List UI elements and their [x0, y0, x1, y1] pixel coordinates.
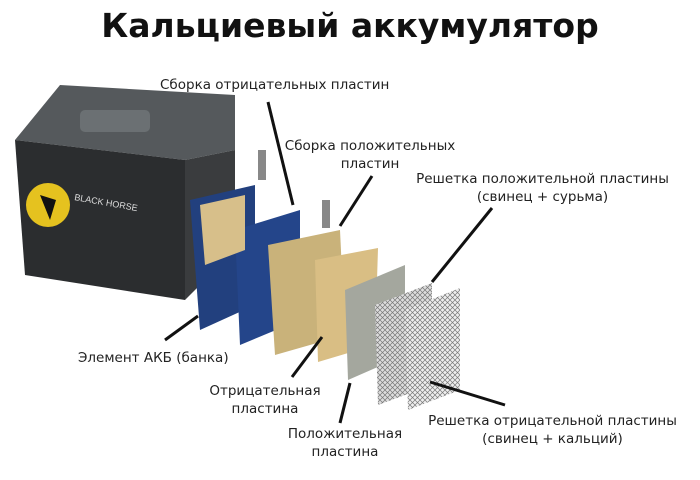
- label-positive-grid: Решетка положительной пластины (свинец +…: [410, 170, 675, 206]
- label-negative-plate: Отрицательная пластина: [205, 382, 325, 418]
- label-negative-plate-assembly: Сборка отрицательных пластин: [160, 77, 390, 93]
- label-line: Сборка положительных: [284, 138, 456, 154]
- label-negative-grid: Решетка отрицательной пластины (свинец +…: [420, 412, 685, 448]
- label-line: Положительная: [287, 426, 403, 442]
- label-line: Решетка отрицательной пластины: [428, 413, 677, 429]
- label-line: (свинец + сурьма): [476, 189, 609, 205]
- label-line: Решетка положительной пластины: [416, 171, 669, 187]
- label-battery-cell: Элемент АКБ (банка): [78, 350, 229, 366]
- label-line: пластин: [340, 156, 400, 172]
- label-positive-plate-assembly: Сборка положительных пластин: [280, 137, 460, 173]
- label-line: Отрицательная: [209, 383, 321, 399]
- leader-lines: [164, 101, 506, 424]
- label-line: пластина: [231, 401, 299, 417]
- label-line: пластина: [311, 444, 379, 460]
- battery-case: BLACK HORSE: [15, 85, 235, 300]
- diagram-title: Кальциевый аккумулятор: [101, 6, 599, 45]
- label-line: (свинец + кальций): [482, 431, 623, 447]
- label-positive-plate: Положительная пластина: [285, 425, 405, 461]
